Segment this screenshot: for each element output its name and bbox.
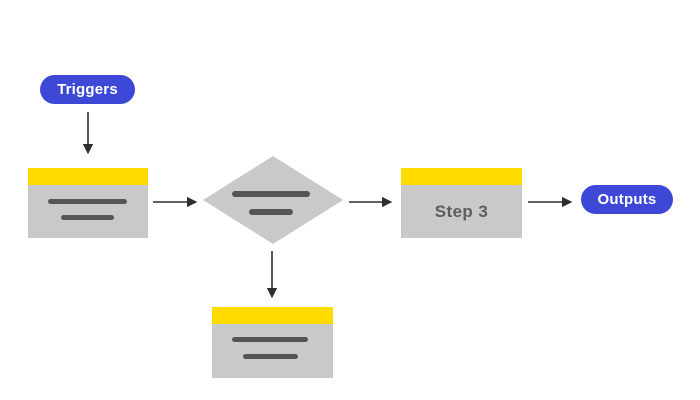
step-3-header-bar xyxy=(401,168,522,185)
step-4-header-bar xyxy=(212,307,333,324)
text-placeholder-line xyxy=(232,191,310,197)
step-3-box[interactable]: Step 3 xyxy=(401,168,522,238)
step-1-box[interactable] xyxy=(28,168,148,238)
triggers-pill[interactable]: Triggers xyxy=(40,75,135,104)
text-placeholder-line xyxy=(48,199,127,204)
step-4-box[interactable] xyxy=(212,307,333,378)
text-placeholder-line xyxy=(61,215,114,220)
text-placeholder-line xyxy=(232,337,308,342)
text-placeholder-line xyxy=(249,209,293,215)
step-1-header-bar xyxy=(28,168,148,185)
step-3-label: Step 3 xyxy=(434,201,489,221)
outputs-pill[interactable]: Outputs xyxy=(581,185,673,214)
text-placeholder-line xyxy=(243,354,298,359)
triggers-pill-label: Triggers xyxy=(57,81,118,98)
outputs-pill-label: Outputs xyxy=(597,191,657,208)
decision-diamond[interactable] xyxy=(203,156,343,244)
